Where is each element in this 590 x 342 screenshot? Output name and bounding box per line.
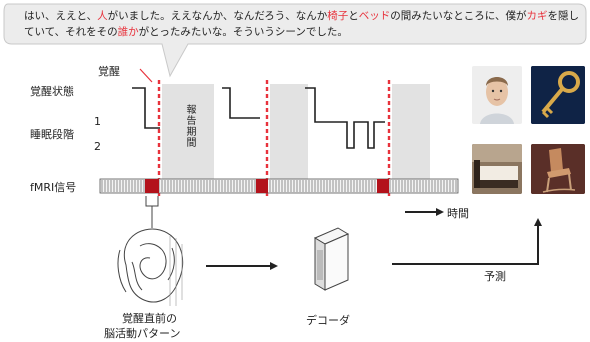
awake-marker-label: 覚醒: [98, 65, 120, 78]
highlight-someone: 誰か: [117, 26, 139, 38]
hypnogram-segment-1: [132, 87, 160, 129]
highlight-bed: ベッド: [358, 10, 391, 22]
decoder-label: デコーダ: [306, 314, 350, 327]
key-photo: [531, 66, 585, 124]
stage-1-label: 1: [94, 115, 101, 128]
report-period-label: 報告期間: [184, 104, 195, 148]
hypnogram-segment-2: [222, 87, 260, 119]
fmri-signal-label: fMRI信号: [30, 181, 77, 194]
awake-pointer: [139, 68, 153, 83]
stage-2-label: 2: [94, 140, 101, 153]
chair-photo: [531, 144, 585, 194]
report-period-shade-1: [162, 84, 214, 180]
time-arrow-head: [436, 208, 444, 216]
brain-sketch: [117, 228, 184, 306]
person-photo: [472, 66, 522, 124]
dream-report-text: はい、ええと、人がいました。ええなんか、なんだろう、なんか椅子とベッドの間みたい…: [24, 10, 579, 38]
bed-photo: [472, 144, 522, 194]
report-period-shade-3: [392, 84, 430, 180]
fmri-block-1: [145, 179, 159, 193]
wake-state-label: 覚醒状態: [30, 85, 74, 98]
speech-bubble-shape: [3, 3, 587, 78]
arrow-to-prediction-head: [534, 218, 542, 226]
arrow-to-decoder-head: [270, 262, 278, 270]
speech-bubble: はい、ええと、人がいました。ええなんか、なんだろう、なんか椅子とベッドの間みたい…: [2, 2, 588, 78]
time-axis-label: 時間: [447, 207, 469, 220]
fmri-block-3: [377, 179, 389, 193]
fmri-block-2: [256, 179, 268, 193]
highlight-chair: 椅子: [327, 10, 349, 22]
hypnogram-segment-3: [305, 87, 385, 149]
highlight-key: カギ: [526, 10, 548, 22]
prediction-label: 予測: [484, 270, 506, 283]
sleep-stage-label: 睡眠段階: [30, 128, 74, 141]
fmri-signal-bar: [99, 178, 459, 194]
decoder-icon: [313, 227, 350, 291]
brain-pattern-label-line1: 覚醒直前の: [122, 312, 177, 325]
arrow-to-prediction: [392, 226, 539, 265]
report-period-shade-2: [270, 84, 308, 180]
brain-pattern-label-line2: 脳活動パターン: [104, 327, 181, 340]
extract-bracket: [145, 196, 159, 207]
highlight-person: 人: [97, 10, 108, 22]
